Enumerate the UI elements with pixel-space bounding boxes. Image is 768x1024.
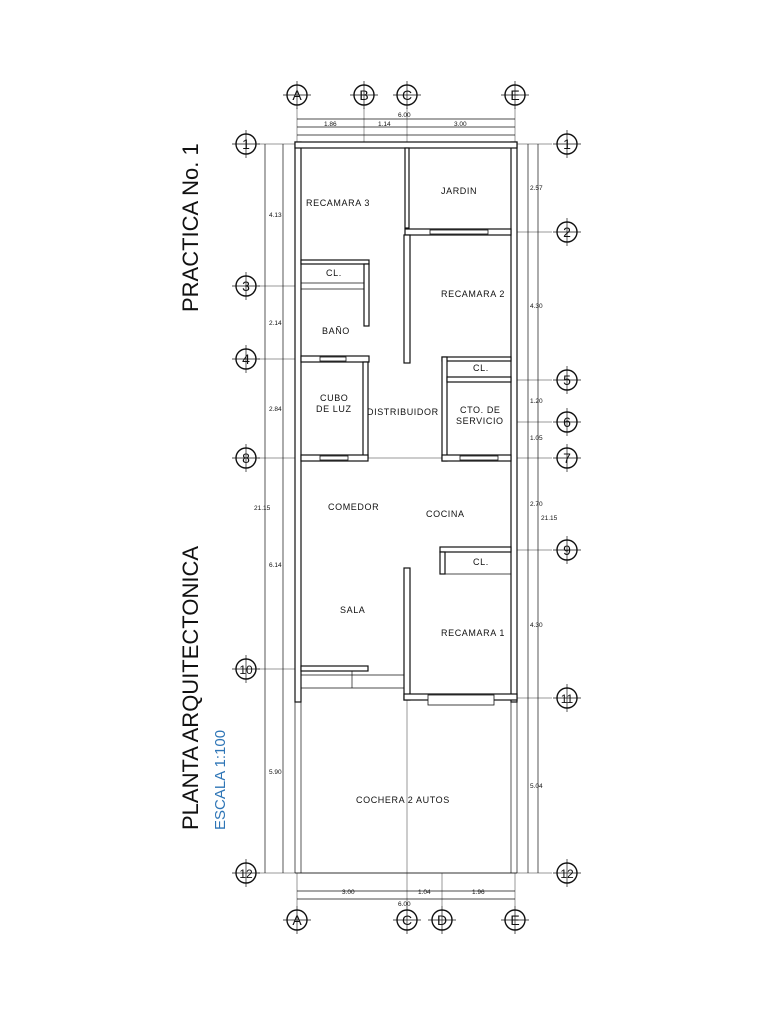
dim-right-6: 4.30 <box>530 622 543 629</box>
room-sala: SALA <box>340 605 365 615</box>
svg-text:10: 10 <box>239 663 253 677</box>
interior-walls <box>300 147 518 706</box>
axis-bubble-bottom-a: A <box>283 906 311 934</box>
axis-bubble-left-12: 12 <box>232 859 260 887</box>
axis-bubble-right-1: 1 <box>553 130 581 158</box>
svg-text:D: D <box>437 912 447 928</box>
room-closet-top: CL. <box>326 268 342 278</box>
svg-text:11: 11 <box>561 692 574 706</box>
svg-text:2: 2 <box>563 224 571 240</box>
axis-bubble-left-8: 8 <box>232 444 260 472</box>
dim-right-3: 1.20 <box>530 398 543 405</box>
title-scale: ESCALA 1:100 <box>212 730 229 830</box>
room-cuarto-servicio-line2: SERVICIO <box>456 416 504 426</box>
svg-text:6: 6 <box>563 414 571 430</box>
exterior-walls <box>294 141 518 874</box>
svg-text:B: B <box>359 87 368 103</box>
title-practice: PRACTICA No. 1 <box>178 143 203 312</box>
room-closet-mid: CL. <box>473 363 489 373</box>
svg-text:E: E <box>510 912 519 928</box>
dim-bottom-3: 1.96 <box>472 889 485 896</box>
dim-bottom-total: 6.00 <box>398 901 411 908</box>
dim-top-2: 1.14 <box>378 121 391 128</box>
svg-text:12: 12 <box>239 867 253 881</box>
svg-text:C: C <box>402 912 412 928</box>
axis-bubble-left-4: 4 <box>232 345 260 373</box>
dim-right-5: 2.70 <box>530 501 543 508</box>
dim-right-4: 1.05 <box>530 435 543 442</box>
dim-left-4: 6.14 <box>269 562 282 569</box>
room-jardin: JARDIN <box>441 186 477 196</box>
dimension-lines: 6.00 1.86 1.14 3.00 3.00 1.04 1.96 6.00 … <box>254 112 558 908</box>
axis-bubble-right-5: 5 <box>553 366 581 394</box>
axis-bubble-bottom-c: C <box>393 906 421 934</box>
svg-text:12: 12 <box>560 867 574 881</box>
axis-bubble-left-10: 10 <box>232 655 260 683</box>
room-cochera: COCHERA 2 AUTOS <box>356 795 450 805</box>
axis-bubble-left-1: 1 <box>232 130 260 158</box>
dim-top-1: 1.86 <box>324 121 337 128</box>
room-comedor: COMEDOR <box>328 502 379 512</box>
dim-right-total: 21.15 <box>541 515 558 522</box>
axis-bubble-bottom-e: E <box>501 906 529 934</box>
axis-bubbles: A B C E A C D <box>232 81 581 934</box>
room-cocina: COCINA <box>426 509 465 519</box>
dim-top-3: 3.00 <box>454 121 467 128</box>
room-distribuidor: DISTRIBUIDOR <box>367 407 439 417</box>
svg-text:9: 9 <box>563 542 571 558</box>
room-recamara-2: RECAMARA 2 <box>441 289 505 299</box>
axis-bubble-top-a: A <box>283 81 311 109</box>
svg-text:1: 1 <box>242 136 250 152</box>
axis-bubble-left-3: 3 <box>232 272 260 300</box>
dim-right-1: 2.57 <box>530 185 543 192</box>
axis-bubble-top-c: C <box>393 81 421 109</box>
room-cubo-de-luz-line2: DE LUZ <box>316 404 352 414</box>
dim-left-1: 4.13 <box>269 212 282 219</box>
axis-bubble-right-7: 7 <box>553 444 581 472</box>
room-recamara-3: RECAMARA 3 <box>306 198 370 208</box>
axis-bubble-right-2: 2 <box>553 218 581 246</box>
dim-top-total: 6.00 <box>398 112 411 119</box>
svg-text:E: E <box>510 87 519 103</box>
dim-right-2: 4.30 <box>530 303 543 310</box>
dim-bottom-1: 3.00 <box>342 889 355 896</box>
svg-text:A: A <box>292 912 302 928</box>
room-bano: BAÑO <box>322 326 350 336</box>
dim-left-2: 2.14 <box>269 320 282 327</box>
axis-bubble-right-12: 12 <box>553 859 581 887</box>
room-cubo-de-luz-line1: CUBO <box>320 393 348 403</box>
room-closet-low: CL. <box>473 557 489 567</box>
svg-text:3: 3 <box>242 278 250 294</box>
svg-text:1: 1 <box>563 136 571 152</box>
axis-bubble-top-e: E <box>501 81 529 109</box>
dim-right-7: 5.04 <box>530 783 543 790</box>
dim-bottom-2: 1.04 <box>418 889 431 896</box>
dim-left-total: 21.15 <box>254 505 271 512</box>
svg-text:5: 5 <box>563 372 571 388</box>
room-recamara-1: RECAMARA 1 <box>441 628 505 638</box>
dim-left-3: 2.84 <box>269 406 282 413</box>
dim-left-5: 5.90 <box>269 769 282 776</box>
axis-bubble-right-6: 6 <box>553 408 581 436</box>
room-labels: RECAMARA 3 JARDIN CL. RECAMARA 2 BAÑO CL… <box>306 186 505 805</box>
svg-text:7: 7 <box>563 450 571 466</box>
svg-text:4: 4 <box>242 351 250 367</box>
axis-bubble-top-b: B <box>350 81 378 109</box>
axis-bubble-right-11: 11 <box>553 684 581 712</box>
svg-text:A: A <box>292 87 302 103</box>
title-plan: PLANTA ARQUITECTONICA <box>178 546 203 830</box>
axis-bubble-right-9: 9 <box>553 536 581 564</box>
svg-text:C: C <box>402 87 412 103</box>
room-cuarto-servicio-line1: CTO. DE <box>460 405 501 415</box>
svg-text:8: 8 <box>242 450 250 466</box>
axis-bubble-bottom-d: D <box>428 906 456 934</box>
